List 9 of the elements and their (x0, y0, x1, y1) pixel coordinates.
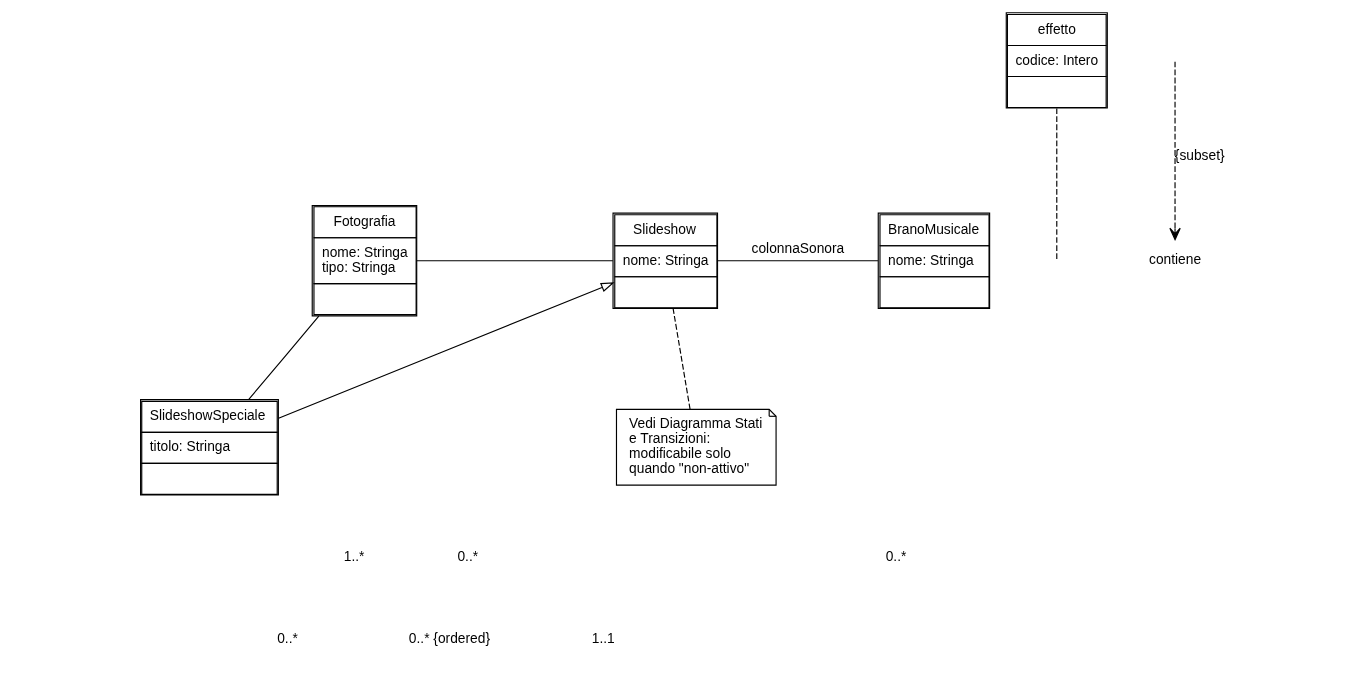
edge-label: colonnaSonora (751, 241, 844, 257)
label: 1..1 (591, 631, 615, 647)
label: 0..* {ordered} (408, 631, 490, 647)
label: 0..* (276, 631, 298, 647)
label: 0..* (456, 548, 478, 564)
edge-label: {subset} (1174, 148, 1225, 164)
label: 0..* (885, 548, 906, 564)
label: 1..* (343, 548, 364, 564)
node-text: contiene (1148, 252, 1201, 268)
